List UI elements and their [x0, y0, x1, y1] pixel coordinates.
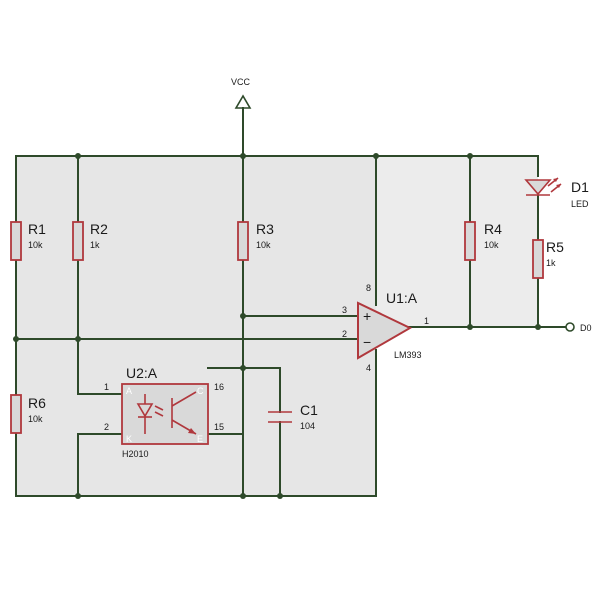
- svg-text:A: A: [126, 386, 132, 396]
- output-label: D0: [580, 323, 592, 333]
- svg-text:10k: 10k: [484, 240, 499, 250]
- svg-text:R3: R3: [256, 221, 274, 237]
- board-panel-right: [376, 156, 538, 328]
- optocoupler-u2a: A K C E 1 2 16 15 U2:A H2010: [104, 365, 224, 459]
- svg-text:1: 1: [424, 316, 429, 326]
- resistor-r1: R1 10k: [10, 221, 46, 261]
- svg-text:K: K: [126, 434, 132, 444]
- svg-text:C: C: [197, 386, 204, 396]
- board-panel: [16, 156, 376, 496]
- svg-text:2: 2: [104, 422, 109, 432]
- svg-text:10k: 10k: [256, 240, 271, 250]
- svg-text:1k: 1k: [546, 258, 556, 268]
- led-d1: D1 LED: [524, 177, 589, 209]
- output-terminal: D0: [565, 322, 592, 333]
- plus-sign: +: [363, 308, 371, 324]
- svg-text:D1: D1: [571, 179, 589, 195]
- vcc-symbol: VCC: [231, 77, 252, 157]
- optocoupler-ref: U2:A: [126, 365, 158, 381]
- resistor-r3: R3 10k: [237, 221, 274, 261]
- optocoupler-part: H2010: [122, 449, 149, 459]
- svg-text:1k: 1k: [90, 240, 100, 250]
- led-triangle-icon: [524, 179, 552, 196]
- resistor-r6: R6 10k: [10, 394, 46, 434]
- comparator-part: LM393: [394, 350, 422, 360]
- capacitor-c1: C1 104: [268, 402, 318, 431]
- svg-text:10k: 10k: [28, 414, 43, 424]
- svg-text:16: 16: [214, 382, 224, 392]
- resistor-r5: R5 1k: [532, 239, 564, 279]
- svg-text:R2: R2: [90, 221, 108, 237]
- svg-text:R6: R6: [28, 395, 46, 411]
- junction-dots: [13, 153, 541, 499]
- svg-text:E: E: [197, 434, 203, 444]
- svg-text:104: 104: [300, 421, 315, 431]
- minus-sign: −: [363, 334, 371, 350]
- svg-text:2: 2: [342, 329, 347, 339]
- svg-text:8: 8: [366, 283, 371, 293]
- svg-text:15: 15: [214, 422, 224, 432]
- vcc-label: VCC: [231, 77, 251, 87]
- svg-text:3: 3: [342, 305, 347, 315]
- svg-text:C1: C1: [300, 402, 318, 418]
- svg-text:R4: R4: [484, 221, 502, 237]
- svg-text:R1: R1: [28, 221, 46, 237]
- opto-led-icon: [136, 403, 154, 418]
- resistor-r2: R2 1k: [72, 221, 108, 261]
- svg-text:1: 1: [104, 382, 109, 392]
- svg-text:10k: 10k: [28, 240, 43, 250]
- comparator-ref: U1:A: [386, 290, 418, 306]
- resistor-r4: R4 10k: [464, 221, 502, 261]
- svg-text:R5: R5: [546, 239, 564, 255]
- comparator-u1a: + − 3 2 1 8 4 U1:A LM393: [342, 283, 429, 373]
- svg-text:LED: LED: [571, 199, 589, 209]
- svg-text:4: 4: [366, 363, 371, 373]
